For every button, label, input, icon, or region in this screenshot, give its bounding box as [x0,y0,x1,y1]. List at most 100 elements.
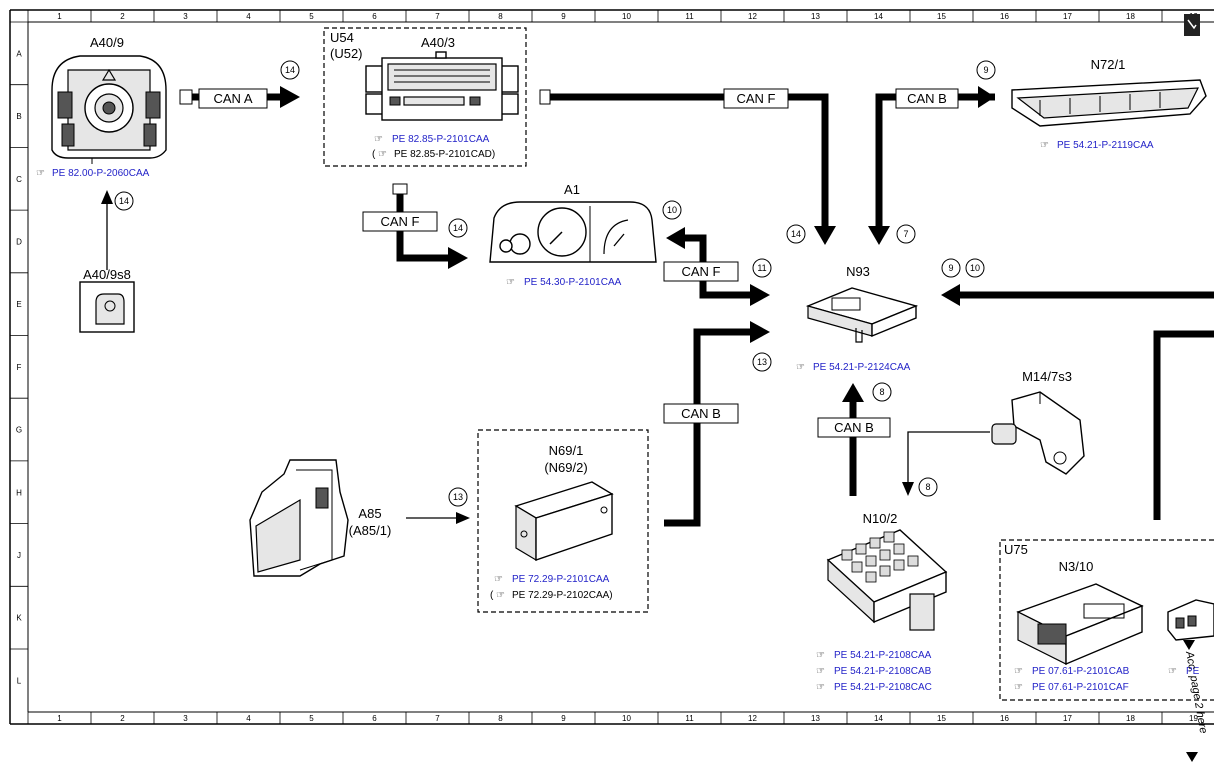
pointer-icon: ☞ [36,168,45,179]
grid-column-label: 18 [1126,12,1135,21]
n10-2-ref-1[interactable]: ☞ PE 54.21-P-2108CAB [816,666,932,677]
grid-column-label: 18 [1126,714,1135,723]
svg-text:11: 11 [757,263,766,273]
grid-column-label: 10 [622,714,631,723]
a1-ref[interactable]: ☞ PE 54.30-P-2101CAA [506,277,622,288]
grid-column-label: 17 [1063,714,1072,723]
grid-column-label: 2 [120,714,125,723]
n69-1-ref-link[interactable]: PE 72.29-P-2101CAA [512,574,610,585]
a40-3-ref-alt-link[interactable]: PE 82.85-P-2101CAD) [394,149,495,160]
n93-ref[interactable]: ☞ PE 54.21-P-2124CAA [796,362,911,373]
a40-3-ref-link[interactable]: PE 82.85-P-2101CAA [392,134,490,145]
n69-1-alt-label: (N69/2) [544,460,587,475]
n3-10-ref-link-1[interactable]: PE 07.61-P-2101CAF [1032,682,1129,693]
n3-10-ref-0[interactable]: ☞ PE 07.61-P-2101CAB [1014,666,1130,677]
pointer-icon: ☞ [796,362,805,373]
u54-alt-label: (U52) [330,46,363,61]
svg-text:9: 9 [983,65,988,75]
n93-ref-link[interactable]: PE 54.21-P-2124CAA [813,362,911,373]
a1-instrument-cluster [489,201,657,263]
grid-column-label: 4 [246,12,251,21]
can-b-top-label: CAN B [907,91,947,106]
grid-row-label: J [17,551,21,560]
number-badge: 14 [448,218,468,238]
a40-9-ref-link[interactable]: PE 82.00-P-2060CAA [52,168,150,179]
n72-1-ref-link[interactable]: PE 54.21-P-2119CAA [1057,140,1154,151]
grid-column-label: 13 [811,12,820,21]
n3-10-ref-1[interactable]: ☞ PE 07.61-P-2101CAF [1014,682,1129,693]
pointer-icon: ☞ [1168,666,1177,677]
circled-numbers: 14 14 14 14 9 7 10 11 9 10 13 13 8 8 [114,60,996,507]
n10-2-ref-2[interactable]: ☞ PE 54.21-P-2108CAC [816,682,932,693]
number-badge: 11 [752,258,772,278]
a40-3-ref[interactable]: ☞ PE 82.85-P-2101CAA [374,134,490,145]
a40-3-label: A40/3 [421,35,455,50]
a40-3-device [365,51,519,121]
grid-column-label: 8 [498,714,503,723]
cut-ref-link[interactable]: PE [1186,666,1200,677]
grid-row-label: L [17,676,22,685]
grid-column-label: 7 [435,12,440,21]
n10-2-ref-link-0[interactable]: PE 54.21-P-2108CAA [834,650,932,661]
svg-text:10: 10 [667,205,677,215]
can-f-mid-label: CAN F [682,264,721,279]
cut-ref[interactable]: ☞ PE [1168,666,1200,677]
a1-ref-link[interactable]: PE 54.30-P-2101CAA [524,277,622,288]
n10-2-ref-link-1[interactable]: PE 54.21-P-2108CAB [834,666,932,677]
can-a-line: CAN A [179,86,300,109]
n69-dashed-box [477,429,649,613]
n93-device [805,287,919,343]
grid-column-label: 9 [561,714,566,723]
can-b-n10-label: CAN B [834,420,874,435]
grid-column-label: 16 [1000,12,1009,21]
n10-2-ref-0[interactable]: ☞ PE 54.21-P-2108CAA [816,650,932,661]
n10-2-ref-link-2[interactable]: PE 54.21-P-2108CAC [834,682,932,693]
n69-1-ref-alt-link[interactable]: PE 72.29-P-2102CAA) [512,590,613,601]
number-badge: 7 [896,224,916,244]
can-f-left-label: CAN F [381,214,420,229]
grid-column-label: 7 [435,714,440,723]
grid-column-label: 15 [937,714,946,723]
n93-label: N93 [846,264,870,279]
a40-3-ref-alt[interactable]: ( ☞ PE 82.85-P-2101CAD) [372,149,495,160]
can-b-n10-line: CAN B [817,383,891,496]
can-f-top-line: CAN F [539,88,836,245]
can-f-top-label: CAN F [737,91,776,106]
number-badge: 14 [786,224,806,244]
pointer-icon: ☞ [1040,140,1049,151]
grid-row-label: F [17,363,22,372]
grid-row-label: C [16,175,22,184]
grid-column-label: 1 [57,714,62,723]
a40-9-ref[interactable]: ☞ PE 82.00-P-2060CAA [36,168,150,179]
pointer-icon: ☞ [1014,666,1023,677]
grid-column-label: 11 [685,714,694,723]
n69-1-device [514,481,614,562]
u75-dashed-box [999,539,1214,701]
svg-text:8: 8 [879,387,884,397]
pointer-icon: ☞ [816,666,825,677]
side-note: Acc. page 2 here [1183,640,1209,762]
ref-alt-open: ( [372,149,376,160]
grid-column-label: 12 [748,714,757,723]
grid-column-label: 14 [874,12,883,21]
can-f-left-line: CAN F [362,183,468,269]
grid-column-label: 2 [120,12,125,21]
can-b-top-line: CAN B [868,86,995,245]
number-badge: 14 [280,60,300,80]
n72-1-ref[interactable]: ☞ PE 54.21-P-2119CAA [1040,140,1154,151]
number-badge: 10 [662,200,682,220]
number-badge: 8 [918,477,938,497]
a40-9s8-device [79,281,135,333]
grid-column-label: 8 [498,12,503,21]
svg-text:9: 9 [948,263,953,273]
side-note-text: Acc. page 2 here [1183,649,1209,734]
n69-1-ref-alt[interactable]: ( ☞ PE 72.29-P-2102CAA) [490,590,613,601]
svg-text:7: 7 [903,229,908,239]
n69-1-ref[interactable]: ☞ PE 72.29-P-2101CAA [494,574,610,585]
grid-row-label: H [16,488,22,497]
pointer-icon: ☞ [496,590,505,601]
n3-10-ref-link-0[interactable]: PE 07.61-P-2101CAB [1032,666,1130,677]
